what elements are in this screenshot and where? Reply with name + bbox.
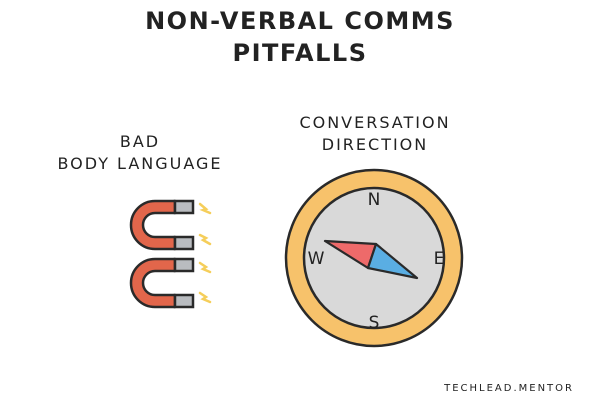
compass-icon: N S E W xyxy=(284,168,464,348)
compass-south-label: S xyxy=(369,313,380,333)
body-language-label-line-2: BODY LANGUAGE xyxy=(57,154,223,173)
compass-needle-blue xyxy=(366,242,419,280)
footer-brand: TECHLEAD.MENTOR xyxy=(444,383,574,394)
body-language-label-line-1: BAD xyxy=(119,132,161,151)
compass-needle xyxy=(323,239,419,280)
compass-north-label: N xyxy=(368,190,381,210)
page-title-line-2: PITFALLS xyxy=(232,39,368,67)
conversation-direction-label-line-2: DIRECTION xyxy=(321,135,429,154)
bottom-magnet xyxy=(129,257,195,309)
conversation-direction-label-line-1: CONVERSATION xyxy=(299,113,451,132)
top-magnet xyxy=(129,199,195,251)
compass-west-label: W xyxy=(308,249,325,269)
magnet-icon xyxy=(129,199,212,309)
page-title-line-1: NON-VERBAL COMMS xyxy=(145,7,455,35)
spark-icons xyxy=(198,202,212,304)
compass-east-label: E xyxy=(434,249,445,269)
